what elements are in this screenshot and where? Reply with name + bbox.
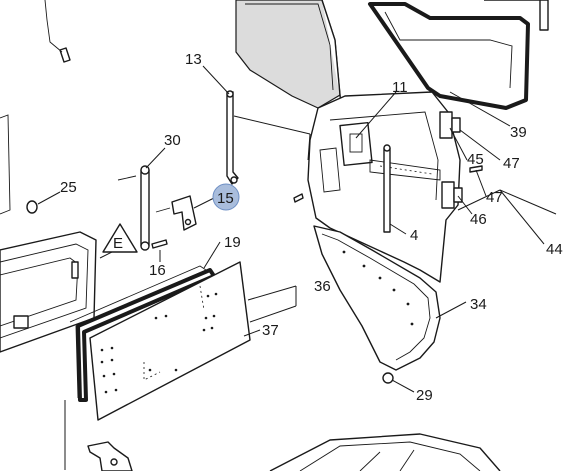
bracket-15 bbox=[155, 195, 197, 231]
detail-label-e: E bbox=[113, 235, 123, 252]
rod-4 bbox=[383, 144, 391, 233]
gas-strut-30 bbox=[117, 165, 150, 251]
callout-34: 34 bbox=[470, 296, 487, 313]
callout-15-circle[interactable] bbox=[212, 183, 240, 211]
rod-13 bbox=[226, 90, 239, 185]
callout-16: 16 bbox=[149, 262, 166, 279]
detail-triangle-e: E bbox=[102, 223, 138, 253]
trim-panel-34 bbox=[313, 225, 441, 371]
callout-47-lower: 47 bbox=[486, 189, 503, 206]
callout-29: 29 bbox=[416, 387, 433, 404]
callout-37: 37 bbox=[262, 322, 279, 339]
callout-30: 30 bbox=[164, 132, 181, 149]
callout-11: 11 bbox=[392, 79, 408, 96]
callout-15-label[interactable]: 15 bbox=[217, 190, 234, 207]
seal-frame-19 bbox=[69, 265, 216, 402]
callout-15-highlight[interactable]: 15 bbox=[212, 183, 240, 211]
screws bbox=[44, 0, 483, 203]
panel-holes bbox=[100, 292, 218, 394]
window-seal-39 bbox=[368, 0, 549, 110]
callout-45: 45 bbox=[467, 151, 484, 168]
side-window-frame bbox=[0, 114, 97, 353]
callout-19: 19 bbox=[224, 234, 241, 251]
hinge-upper bbox=[439, 111, 461, 139]
pin-16 bbox=[151, 239, 168, 249]
callout-36: 36 bbox=[314, 278, 331, 295]
latch-bottom bbox=[87, 441, 133, 471]
panel-37 bbox=[89, 261, 251, 421]
callout-47-upper: 47 bbox=[503, 155, 520, 172]
callout-46: 46 bbox=[470, 211, 487, 228]
nut-29 bbox=[382, 372, 394, 384]
callout-13: 13 bbox=[185, 51, 202, 68]
hinge-lower bbox=[441, 181, 463, 209]
grommet-25 bbox=[26, 200, 38, 214]
callout-4: 4 bbox=[410, 227, 418, 244]
callout-39: 39 bbox=[510, 124, 527, 141]
callout-25: 25 bbox=[60, 179, 77, 196]
leader-lines bbox=[37, 65, 557, 470]
callout-44: 44 bbox=[546, 241, 563, 258]
floor-plate bbox=[269, 433, 501, 471]
